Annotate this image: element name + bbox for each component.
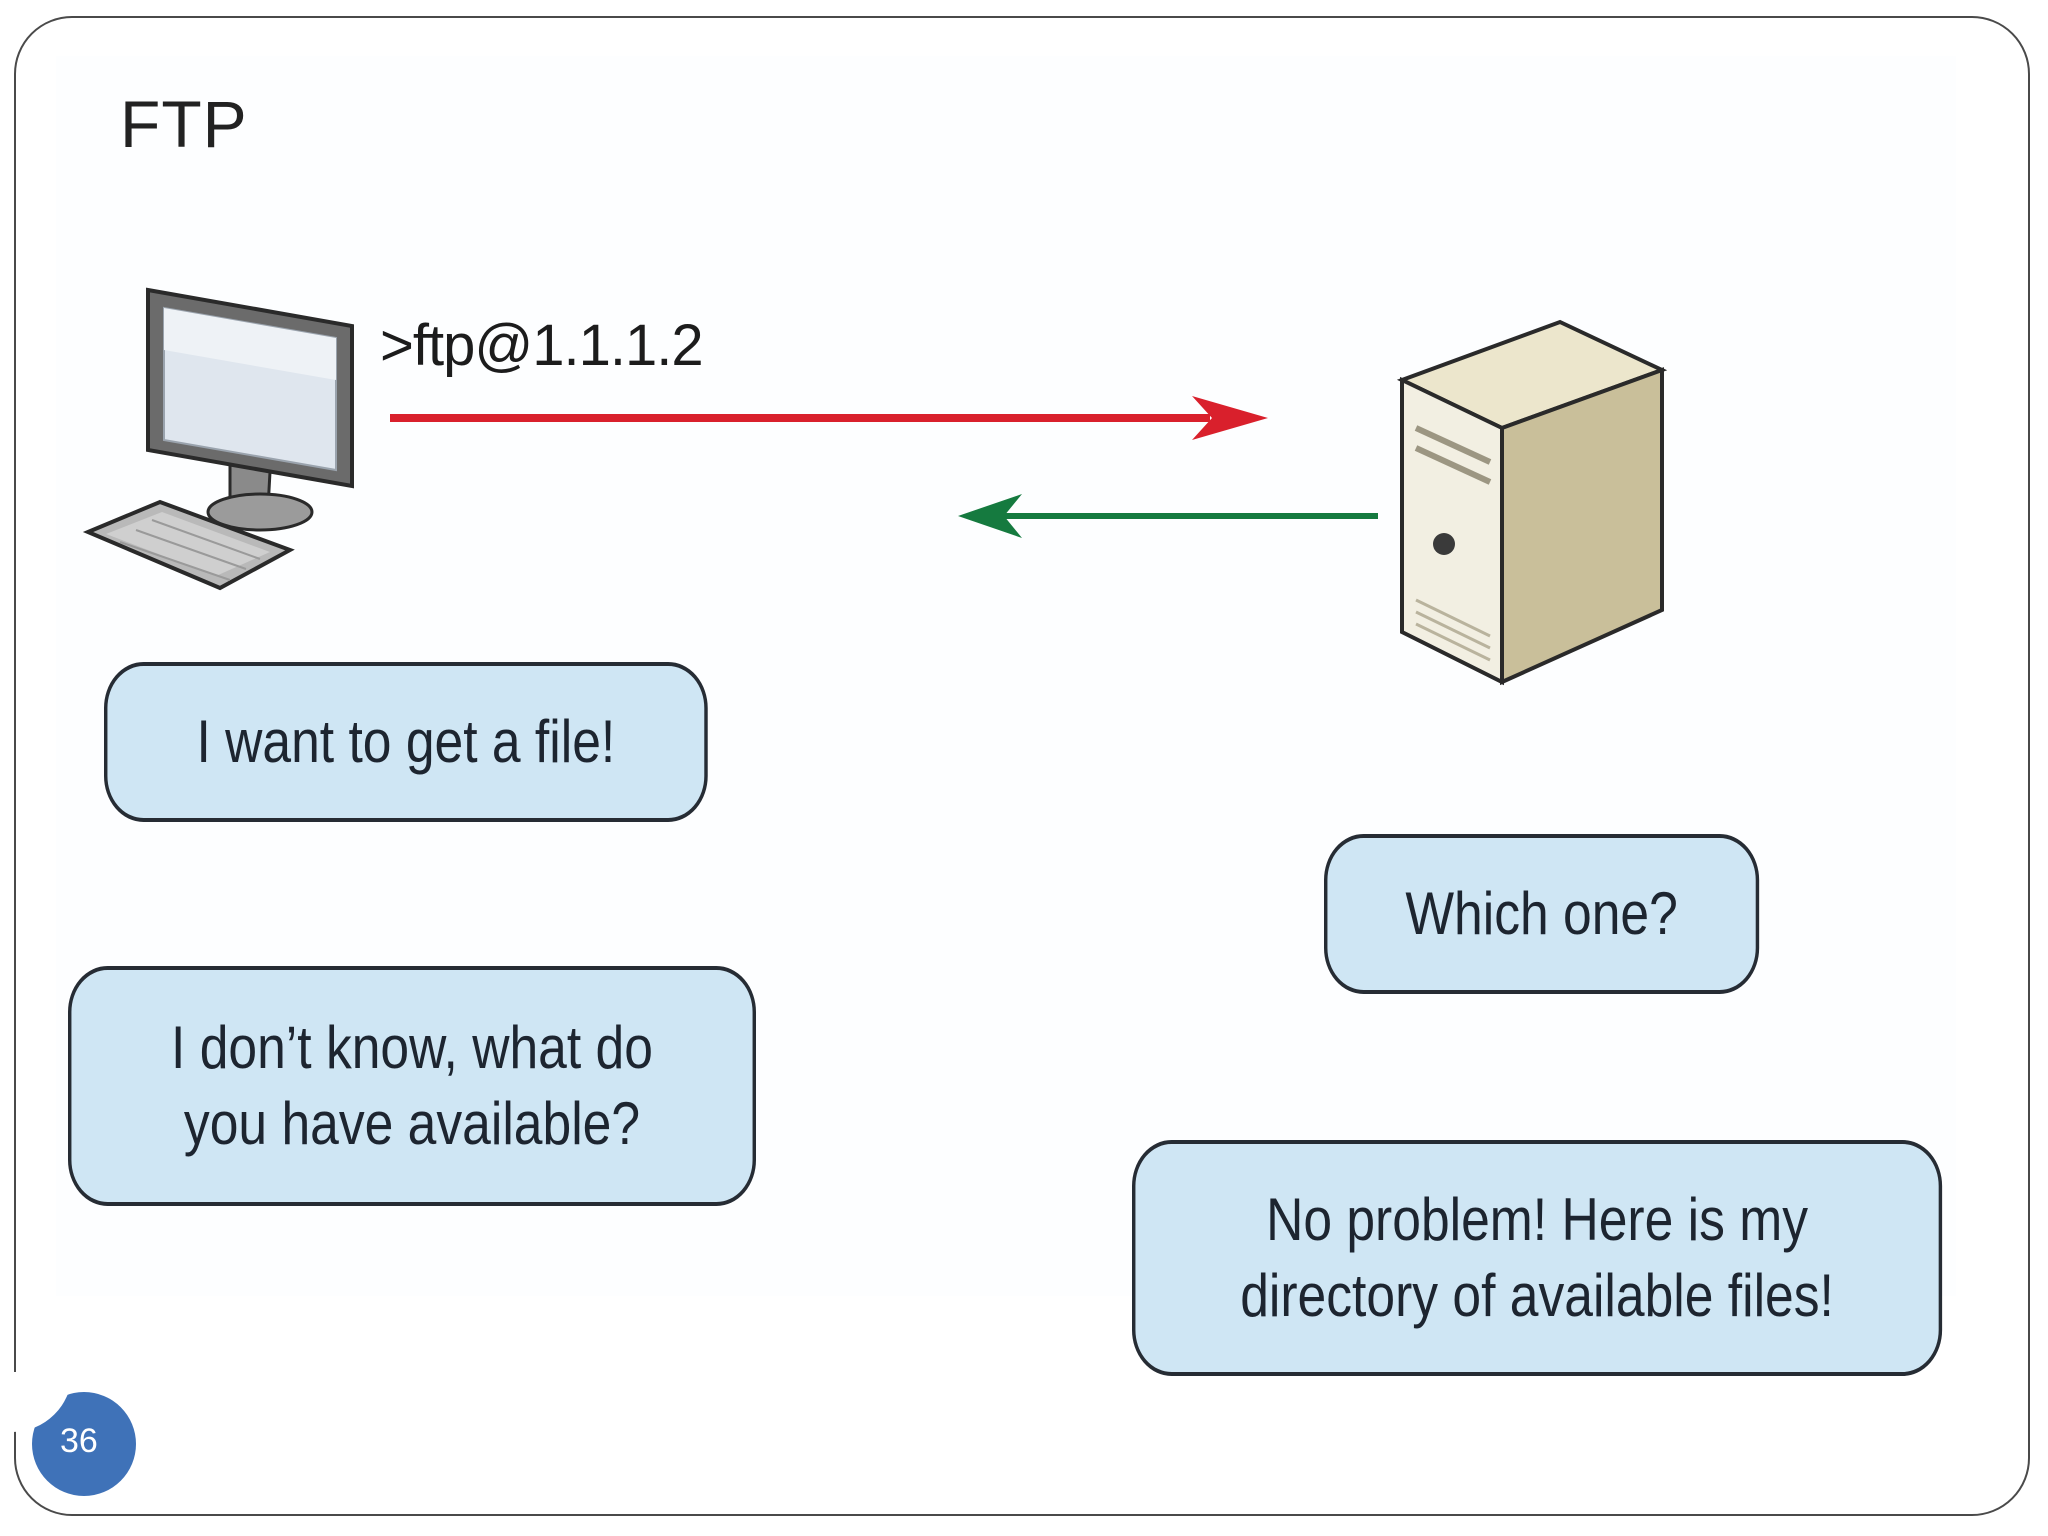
ftp-command-text: >ftp@1.1.1.2 [380, 313, 704, 378]
page-number: 36 [60, 1422, 98, 1460]
bubble-server-reply: No problem! Here is my directory of avai… [1132, 1140, 1943, 1376]
bubble-client-reply-text: I don’t know, what do you have available… [171, 1014, 653, 1157]
server-icon [1396, 319, 1668, 686]
request-arrow [390, 396, 1268, 440]
monitor [146, 287, 354, 532]
bubble-server-question-text: Which one? [1405, 880, 1678, 947]
keyboard [82, 499, 295, 591]
bubble-server-question: Which one? [1324, 834, 1760, 994]
client-computer-icon [82, 287, 354, 591]
bubble-client-request: I want to get a file! [104, 662, 708, 822]
diagram-title: FTP [120, 87, 248, 161]
response-arrow [958, 494, 1378, 538]
page-number-badge [12, 1372, 136, 1496]
bubble-client-request-text: I want to get a file! [196, 708, 616, 775]
bubble-server-reply-text: No problem! Here is my directory of avai… [1240, 1186, 1834, 1329]
bubble-client-reply: I don’t know, what do you have available… [68, 966, 756, 1206]
